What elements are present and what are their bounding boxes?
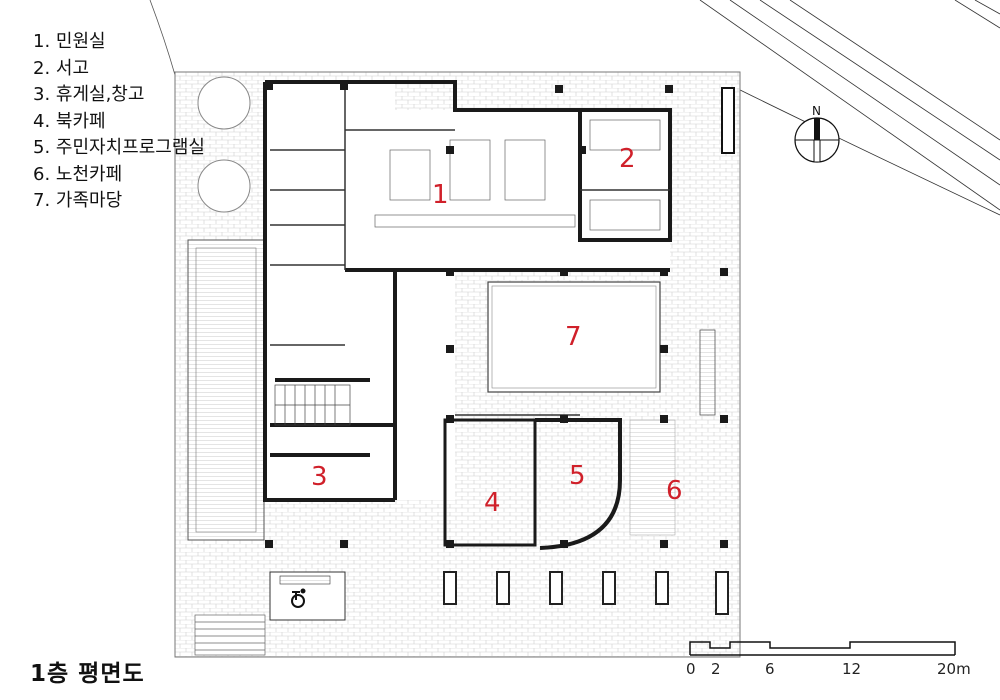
site-boundary-left xyxy=(149,0,176,76)
room-number-2: 2 xyxy=(619,144,636,174)
scale-label-2: 2 xyxy=(711,660,721,678)
scale-label-0: 0 xyxy=(686,660,696,678)
legend-item: 7. 가족마당 xyxy=(33,190,123,211)
family-yard xyxy=(487,281,661,393)
wheelchair-icon xyxy=(291,588,306,608)
scale-label-20m: 20m xyxy=(937,660,971,678)
scale-label-6: 6 xyxy=(765,660,775,678)
legend-item: 5. 주민자치프로그램실 xyxy=(33,137,205,158)
room-number-1: 1 xyxy=(432,180,449,210)
room-number-4: 4 xyxy=(484,488,501,518)
interior-walls xyxy=(270,82,670,416)
plan-title: 1층 평면도 xyxy=(30,661,145,687)
entry-steps xyxy=(194,614,266,656)
legend-item: 2. 서고 xyxy=(33,57,90,79)
bench-right xyxy=(699,329,716,416)
legend-item: 4. 북카페 xyxy=(33,110,106,132)
columns xyxy=(265,82,728,548)
north-label: N xyxy=(812,104,821,118)
north-arrow-icon xyxy=(794,117,840,163)
legend-item: 3. 휴게실,창고 xyxy=(33,84,145,105)
stairs xyxy=(274,384,351,426)
room-number-7: 7 xyxy=(565,322,582,352)
bench-top-right xyxy=(721,87,735,154)
legend: 1. 민원실 2. 서고 3. 휴게실,창고 4. 북카페 5. 주민자치프로그… xyxy=(33,29,205,215)
room-number-3: 3 xyxy=(311,462,328,492)
planters xyxy=(443,571,729,615)
room-number-6: 6 xyxy=(666,476,683,506)
legend-item: 1. 민원실 xyxy=(33,31,106,52)
scale-bar xyxy=(689,641,956,656)
legend-item: 6. 노천카페 xyxy=(33,163,123,185)
desks xyxy=(374,119,661,231)
outdoor-cafe xyxy=(629,419,676,536)
room-number-5: 5 xyxy=(569,461,586,491)
scale-label-12: 12 xyxy=(842,660,862,678)
deck xyxy=(187,239,265,541)
room-numbers: 1 2 3 4 5 6 7 xyxy=(311,144,683,518)
road-lines xyxy=(699,0,1000,216)
